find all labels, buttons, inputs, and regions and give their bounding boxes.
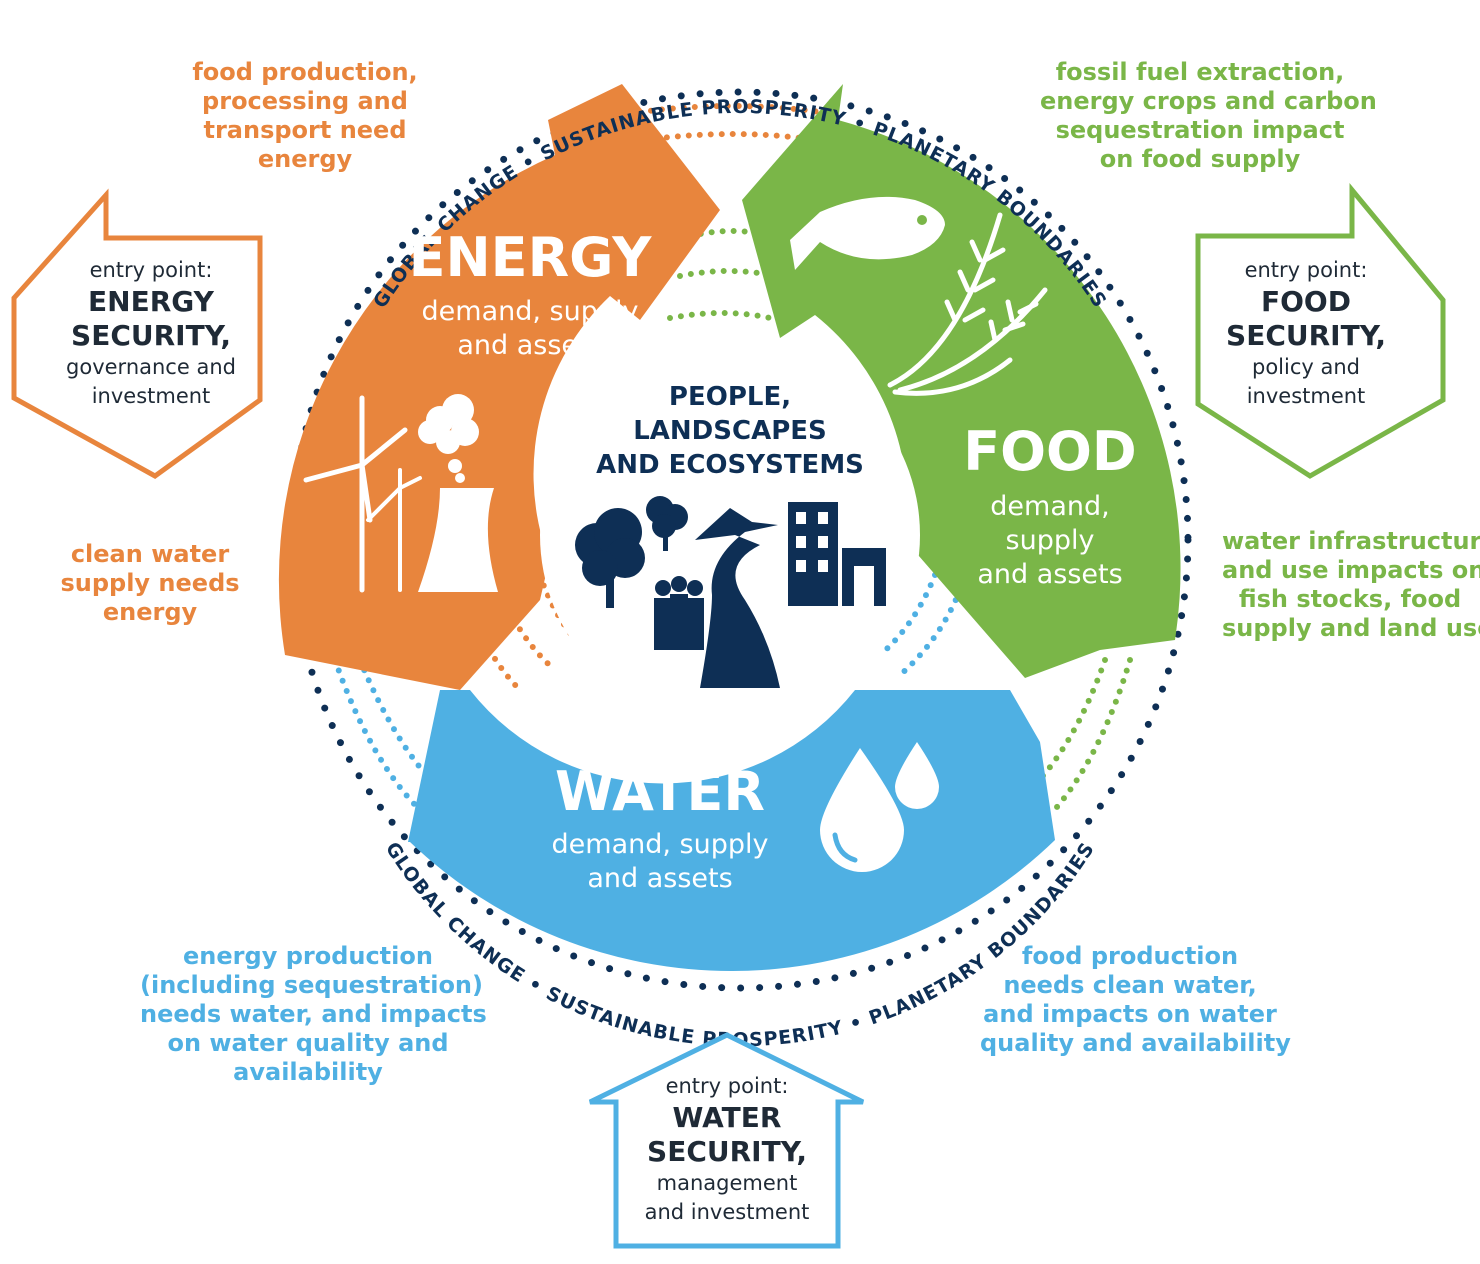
wheat-icon bbox=[887, 212, 1048, 396]
food-water-connectors bbox=[877, 572, 1133, 818]
water-title: WATER bbox=[554, 760, 766, 823]
annotation-fossil-fuel: fossil fuel extraction,energy crops and … bbox=[1040, 58, 1377, 173]
water-entry-point: entry point: WATER SECURITY, management … bbox=[644, 1074, 810, 1224]
food-entry-point: entry point: FOOD SECURITY, policy and i… bbox=[1226, 258, 1386, 408]
energy-title: ENERGY bbox=[408, 226, 652, 289]
buildings-icon bbox=[788, 502, 886, 606]
annotation-energy-production: energy production(including sequestratio… bbox=[140, 942, 487, 1086]
river-mountain-icon bbox=[695, 508, 780, 688]
food-entry-arrow-frame bbox=[1195, 183, 1446, 479]
water-entry-arrow-frame bbox=[588, 1032, 865, 1249]
water-arrow bbox=[408, 690, 1055, 972]
water-drop-icon bbox=[820, 742, 939, 872]
energy-entry-arrow-frame bbox=[11, 188, 263, 479]
wind-turbine-icon bbox=[303, 395, 422, 593]
power-plant-icon bbox=[418, 394, 498, 592]
energy-arrow bbox=[278, 84, 720, 690]
energy-entry-point: entry point: ENERGY SECURITY, governance… bbox=[66, 258, 236, 408]
people-icon bbox=[654, 576, 704, 650]
food-title: FOOD bbox=[963, 420, 1137, 483]
annotation-food-needs-energy: food production,processing and transport… bbox=[192, 58, 418, 173]
fish-icon bbox=[790, 196, 945, 270]
tree-icon bbox=[575, 496, 688, 608]
